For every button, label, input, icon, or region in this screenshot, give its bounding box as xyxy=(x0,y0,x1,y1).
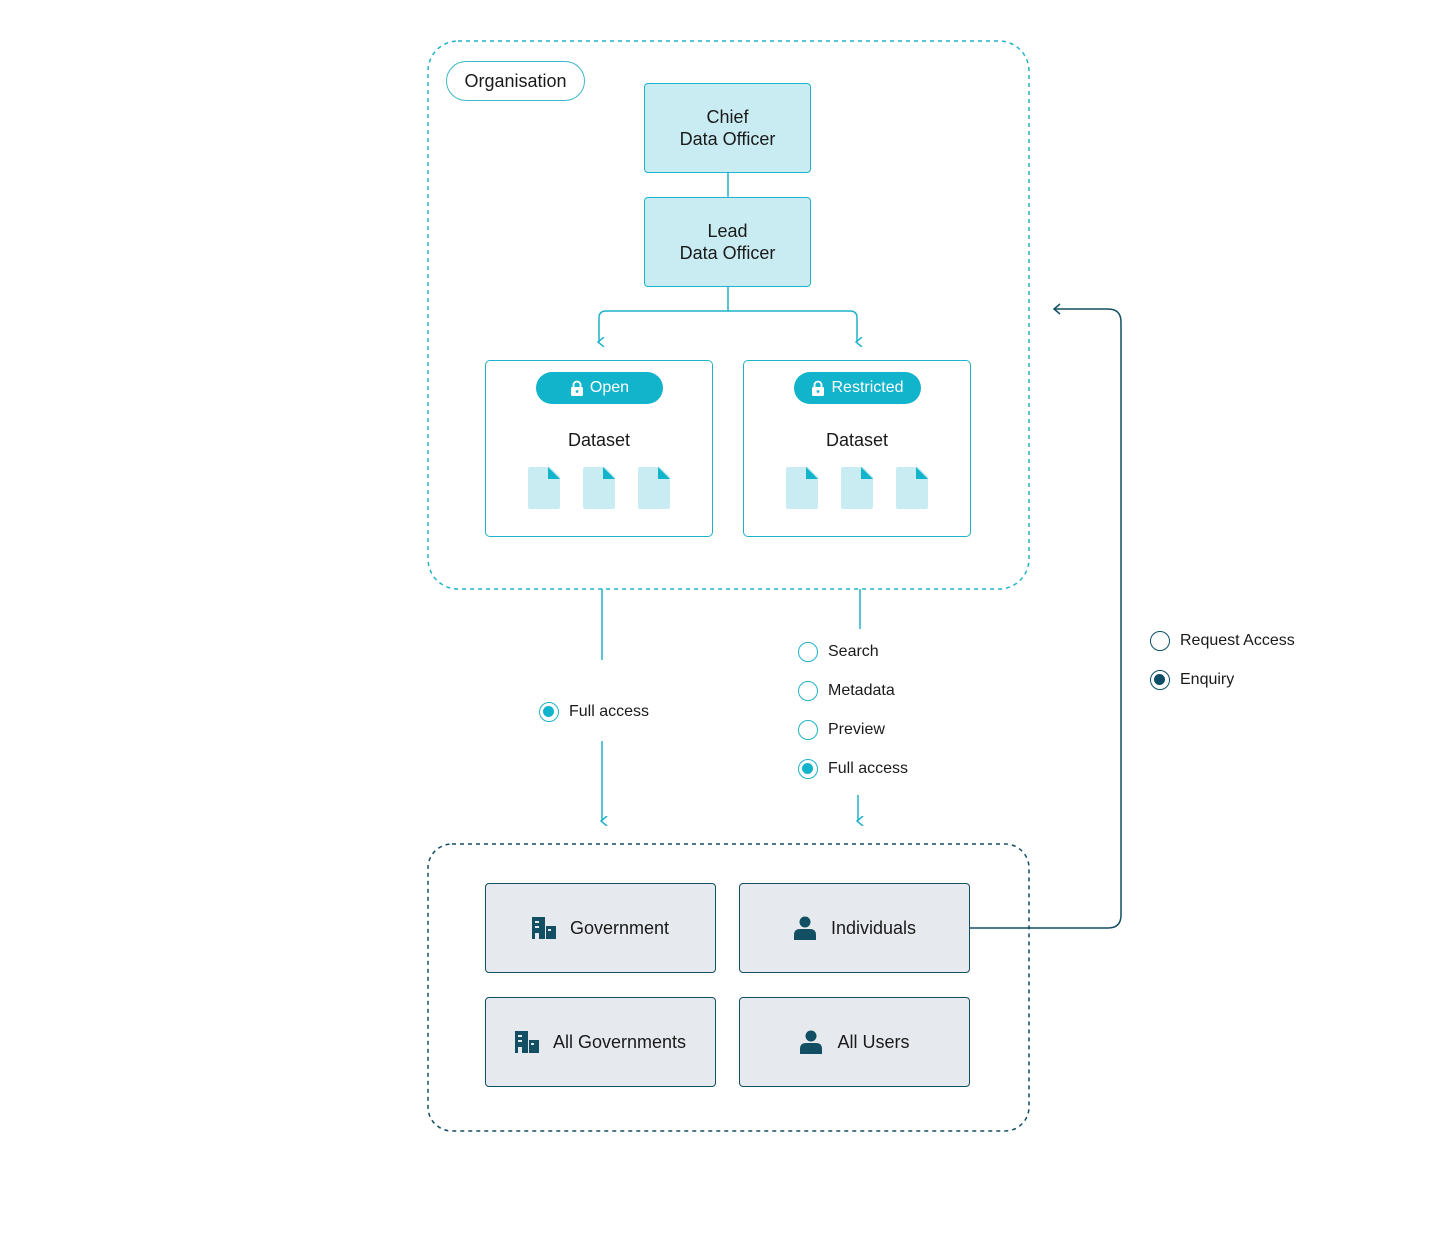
open-dataset-title: Dataset xyxy=(567,430,631,450)
radio-selected-icon[interactable] xyxy=(1150,670,1170,690)
open-badge: Open xyxy=(536,372,663,404)
organisation-label: Organisation xyxy=(446,61,585,101)
document-icon xyxy=(841,467,873,509)
open-dataset-card: Open Dataset xyxy=(485,360,713,537)
lead-line2: Data Officer xyxy=(679,243,776,263)
audience-all-users: All Users xyxy=(739,997,970,1087)
chief-data-officer-box: Chief Data Officer xyxy=(644,83,811,173)
restricted-preview-option[interactable]: Preview xyxy=(798,718,885,742)
lock-icon xyxy=(812,380,825,396)
audience-government: Government xyxy=(485,883,716,973)
document-icon xyxy=(786,467,818,509)
document-icon xyxy=(896,467,928,509)
audience-label: Individuals xyxy=(830,917,917,938)
audience-all-governments: All Governments xyxy=(485,997,716,1087)
feedback-loop-connector xyxy=(970,308,1122,929)
open-full-access-option[interactable]: Full access xyxy=(539,700,649,724)
restricted-metadata-option[interactable]: Metadata xyxy=(798,679,895,703)
building-icon xyxy=(514,1031,539,1053)
audience-container xyxy=(427,843,1030,1132)
person-icon xyxy=(793,916,816,940)
audience-label: All Governments xyxy=(552,1031,687,1052)
radio-icon[interactable] xyxy=(1150,631,1170,651)
organisation-container xyxy=(427,40,1030,590)
audience-individuals: Individuals xyxy=(739,883,970,973)
document-icon xyxy=(638,467,670,509)
option-label: Metadata xyxy=(828,682,895,699)
radio-selected-icon[interactable] xyxy=(798,759,818,779)
restricted-search-option[interactable]: Search xyxy=(798,640,879,664)
building-icon xyxy=(531,917,556,939)
lead-split-connector xyxy=(599,287,729,342)
radio-icon[interactable] xyxy=(798,681,818,701)
lead-line1: Lead xyxy=(707,221,748,241)
option-label: Enquiry xyxy=(1180,671,1235,688)
option-label: Search xyxy=(828,643,879,660)
restricted-dataset-title: Dataset xyxy=(825,430,889,450)
lock-icon xyxy=(570,380,583,396)
enquiry-option[interactable]: Enquiry xyxy=(1150,668,1234,692)
option-label: Request Access xyxy=(1180,632,1295,649)
person-icon xyxy=(800,1030,823,1054)
restricted-badge: Restricted xyxy=(794,372,921,404)
restricted-dataset-card: Restricted Dataset xyxy=(743,360,971,537)
option-label: Full access xyxy=(828,760,909,777)
request-access-option[interactable]: Request Access xyxy=(1150,629,1295,653)
radio-selected-icon[interactable] xyxy=(539,702,559,722)
option-label: Full access xyxy=(569,703,650,720)
lead-data-officer-box: Lead Data Officer xyxy=(644,197,811,287)
option-label: Preview xyxy=(828,721,885,738)
radio-icon[interactable] xyxy=(798,642,818,662)
restricted-badge-label: Restricted xyxy=(831,379,904,396)
radio-icon[interactable] xyxy=(798,720,818,740)
document-icon xyxy=(528,467,560,509)
open-badge-label: Open xyxy=(589,379,630,396)
audience-label: Government xyxy=(569,917,670,938)
restricted-full-access-option[interactable]: Full access xyxy=(798,757,908,781)
audience-label: All Users xyxy=(837,1031,910,1052)
chief-line1: Chief xyxy=(706,107,749,127)
document-icon xyxy=(583,467,615,509)
chief-line2: Data Officer xyxy=(679,129,776,149)
